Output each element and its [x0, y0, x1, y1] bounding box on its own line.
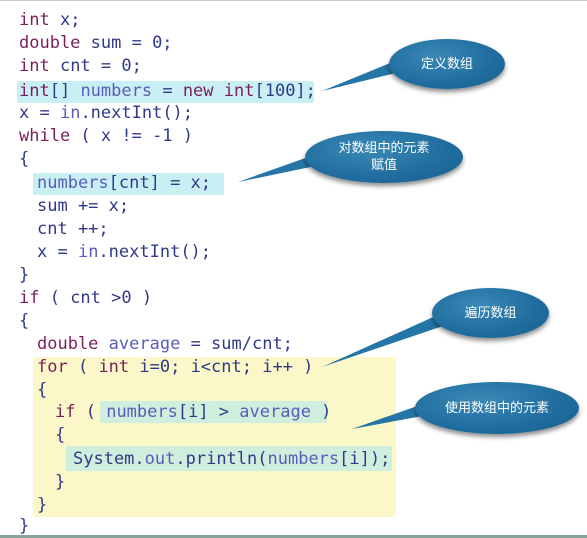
callout-define-array: 定义数组 — [389, 39, 505, 89]
code-text: } — [19, 516, 30, 536]
code-line-10: cnt ++; — [37, 218, 109, 241]
code-text: ) — [310, 402, 332, 422]
keyword: int — [98, 357, 130, 377]
identifier: average — [108, 334, 181, 354]
code-line-22: } — [37, 494, 47, 517]
code-line-12: } — [19, 264, 29, 287]
callout-assign-label-line1: 对数组中的元素 — [338, 141, 430, 156]
callout-use-elements: 使用数组中的元素 — [415, 382, 579, 434]
code-text: [i]); — [339, 449, 391, 469]
callout-define-label: 定义数组 — [420, 56, 473, 72]
code-text: ( — [75, 402, 107, 422]
code-text: .nextInt(); — [98, 242, 212, 262]
condition-highlight — [100, 401, 327, 423]
keyword: double — [19, 33, 81, 53]
code-text: x = — [19, 103, 60, 123]
code-text: } — [55, 472, 66, 492]
callout-traverse-label: 遍历数组 — [464, 305, 517, 321]
identifier: numbers — [106, 402, 178, 422]
code-text: = sum/cnt; — [180, 334, 293, 354]
code-line-21: } — [55, 471, 65, 494]
callout-assign-label-line2: 赋值 — [370, 158, 397, 173]
code-line-14: { — [19, 310, 29, 333]
keyword: for — [37, 357, 68, 377]
code-text: ( — [67, 357, 99, 377]
keyword: double — [37, 334, 99, 354]
callout-use-label: 使用数组中的元素 — [444, 400, 549, 416]
code-text: } — [19, 265, 30, 285]
for-loop-highlight — [33, 357, 396, 517]
code-line-9: sum += x; — [37, 195, 129, 218]
code-line-8: numbers[cnt] = x; — [37, 172, 211, 195]
callout-tail-traverse — [322, 314, 446, 367]
code-line-11: x = in.nextInt(); — [37, 241, 211, 264]
keyword: int — [223, 81, 255, 101]
code-text: sum += x; — [37, 196, 130, 216]
code-text: = — [152, 81, 183, 101]
code-line-7: { — [19, 148, 29, 171]
code-text: cnt = 0; — [49, 56, 142, 76]
declaration-highlight — [17, 81, 314, 103]
code-text: .nextInt(); — [80, 103, 194, 123]
callout-assign-elements: 对数组中的元素 赋值 — [305, 131, 463, 183]
code-line-19: { — [55, 424, 65, 447]
code-text: { — [55, 425, 66, 445]
code-text: ( x != -1 ) — [70, 126, 194, 146]
code-line-5: x = in.nextInt(); — [19, 102, 193, 125]
println-highlight — [66, 446, 392, 471]
code-text: [] — [49, 81, 81, 101]
code-line-23: } — [19, 515, 29, 538]
keyword: int — [19, 56, 50, 76]
keyword: if — [19, 288, 40, 308]
code-line-16: for ( int i=0; i<cnt; i++ ) — [37, 356, 313, 379]
code-line-15: double average = sum/cnt; — [37, 333, 293, 356]
code-text: ( cnt >0 ) — [39, 288, 153, 308]
identifier: average — [239, 402, 311, 422]
callout-traverse-array: 遍历数组 — [432, 288, 549, 338]
code-line-17: { — [37, 379, 47, 402]
code-line-13: if ( cnt >0 ) — [19, 287, 152, 310]
code-text: x; — [49, 10, 81, 30]
identifier: out — [144, 449, 176, 469]
identifier: numbers — [267, 449, 340, 469]
keyword: int — [19, 81, 50, 101]
identifier: numbers — [37, 173, 109, 193]
keyword: int — [19, 10, 50, 30]
code-text: sum = 0; — [80, 33, 173, 53]
callout-tail-use — [352, 404, 428, 429]
code-line-20: System.out.println(numbers[i]); — [73, 448, 390, 471]
code-text: i=0; i<cnt; i++ ) — [129, 357, 314, 377]
code-line-18: if ( numbers[i] > average ) — [55, 401, 331, 424]
callout-tail-define — [322, 61, 400, 91]
identifier: in — [77, 242, 99, 262]
code-text: cnt ++; — [37, 219, 109, 239]
code-line-4: int[] numbers = new int[100]; — [19, 80, 316, 103]
keyword: while — [19, 126, 71, 146]
identifier: numbers — [80, 81, 153, 101]
code-line-2: double sum = 0; — [19, 32, 173, 55]
code-line-6: while ( x != -1 ) — [19, 125, 193, 148]
keyword: new — [182, 81, 214, 101]
code-text: [i] > — [177, 402, 240, 422]
code-text: } — [37, 495, 48, 515]
code-text: System. — [73, 449, 145, 469]
code-text: { — [37, 380, 48, 400]
code-text: [100]; — [254, 81, 316, 101]
code-line-3: int cnt = 0; — [19, 55, 142, 78]
code-text: { — [19, 149, 30, 169]
code-text: { — [19, 311, 30, 331]
assignment-highlight — [33, 173, 224, 195]
identifier: in — [59, 103, 81, 123]
code-line-1: int x; — [19, 9, 80, 32]
keyword: if — [55, 402, 76, 422]
code-text: .println( — [175, 449, 268, 469]
code-text: x = — [37, 242, 78, 262]
code-text: [cnt] = x; — [108, 173, 212, 193]
